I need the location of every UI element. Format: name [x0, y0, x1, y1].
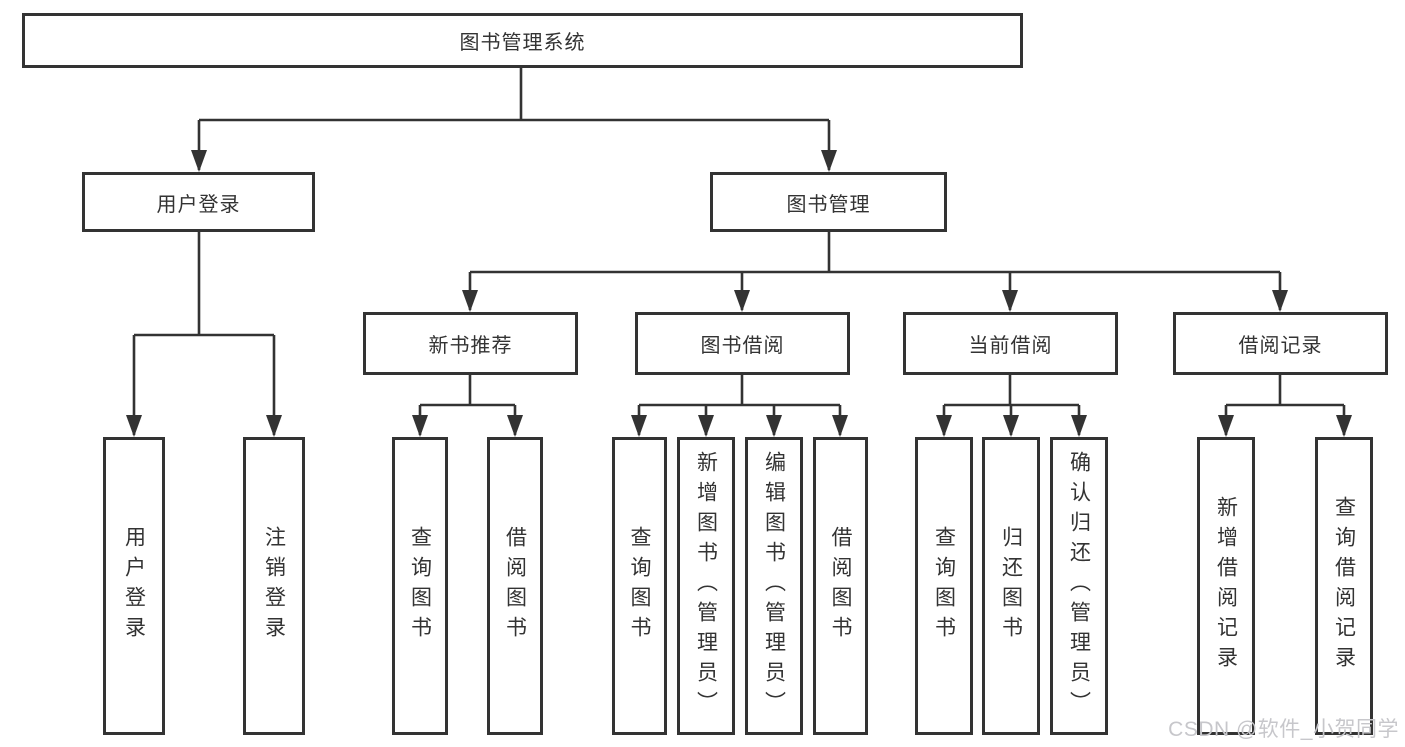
- node-label: 编辑图书（管理员）: [762, 451, 786, 721]
- node-label: 借阅图书: [829, 526, 852, 646]
- node-query-borrow-record: 查询借阅记录: [1315, 437, 1373, 735]
- node-book-borrow: 图书借阅: [635, 312, 850, 375]
- node-label: 注销登录: [262, 526, 286, 646]
- node-label: 新增借阅记录: [1214, 496, 1238, 676]
- node-label: 图书管理: [786, 193, 871, 216]
- node-return-book: 归还图书: [982, 437, 1040, 735]
- node-label: 新增图书（管理员）: [694, 451, 718, 721]
- node-label: 图书借阅: [700, 335, 785, 357]
- csdn-watermark: CSDN @软件_小贺同学: [1168, 718, 1399, 741]
- arrowhead-icons: [126, 150, 1352, 437]
- node-library-system: 图书管理系统: [22, 13, 1023, 68]
- node-query-books-borrow: 查询图书: [612, 437, 667, 735]
- node-label: 查询图书: [932, 526, 956, 646]
- node-label: 当前借阅: [968, 335, 1053, 357]
- node-add-book-admin: 新增图书（管理员）: [677, 437, 735, 735]
- node-label: 确认归还（管理员）: [1067, 451, 1091, 721]
- node-add-borrow-record: 新增借阅记录: [1197, 437, 1255, 735]
- node-edit-book-admin: 编辑图书（管理员）: [745, 437, 803, 735]
- node-query-books-current: 查询图书: [915, 437, 973, 735]
- node-label: 用户登录: [156, 193, 241, 216]
- node-label: 用户登录: [122, 526, 146, 646]
- node-borrow-books-action: 借阅图书: [813, 437, 868, 735]
- node-logout-action: 注销登录: [243, 437, 305, 735]
- node-new-book-recommend: 新书推荐: [363, 312, 578, 375]
- node-label: 查询借阅记录: [1332, 496, 1356, 676]
- node-label: 借阅记录: [1238, 335, 1323, 357]
- node-label: 查询图书: [628, 526, 651, 646]
- node-current-borrow: 当前借阅: [903, 312, 1118, 375]
- node-label: 查询图书: [408, 526, 432, 646]
- connector-paths: [132, 68, 1346, 435]
- node-user-login: 用户登录: [82, 172, 315, 232]
- node-borrow-books-newbook: 借阅图书: [487, 437, 543, 735]
- node-label: 新书推荐: [428, 335, 513, 357]
- node-borrow-record: 借阅记录: [1173, 312, 1388, 375]
- node-user-login-action: 用户登录: [103, 437, 165, 735]
- node-label: 图书管理系统: [459, 32, 586, 54]
- node-query-books-newbook: 查询图书: [392, 437, 448, 735]
- node-label: 归还图书: [999, 526, 1023, 646]
- node-label: 借阅图书: [503, 526, 527, 646]
- node-book-management: 图书管理: [710, 172, 947, 232]
- node-confirm-return-admin: 确认归还（管理员）: [1050, 437, 1108, 735]
